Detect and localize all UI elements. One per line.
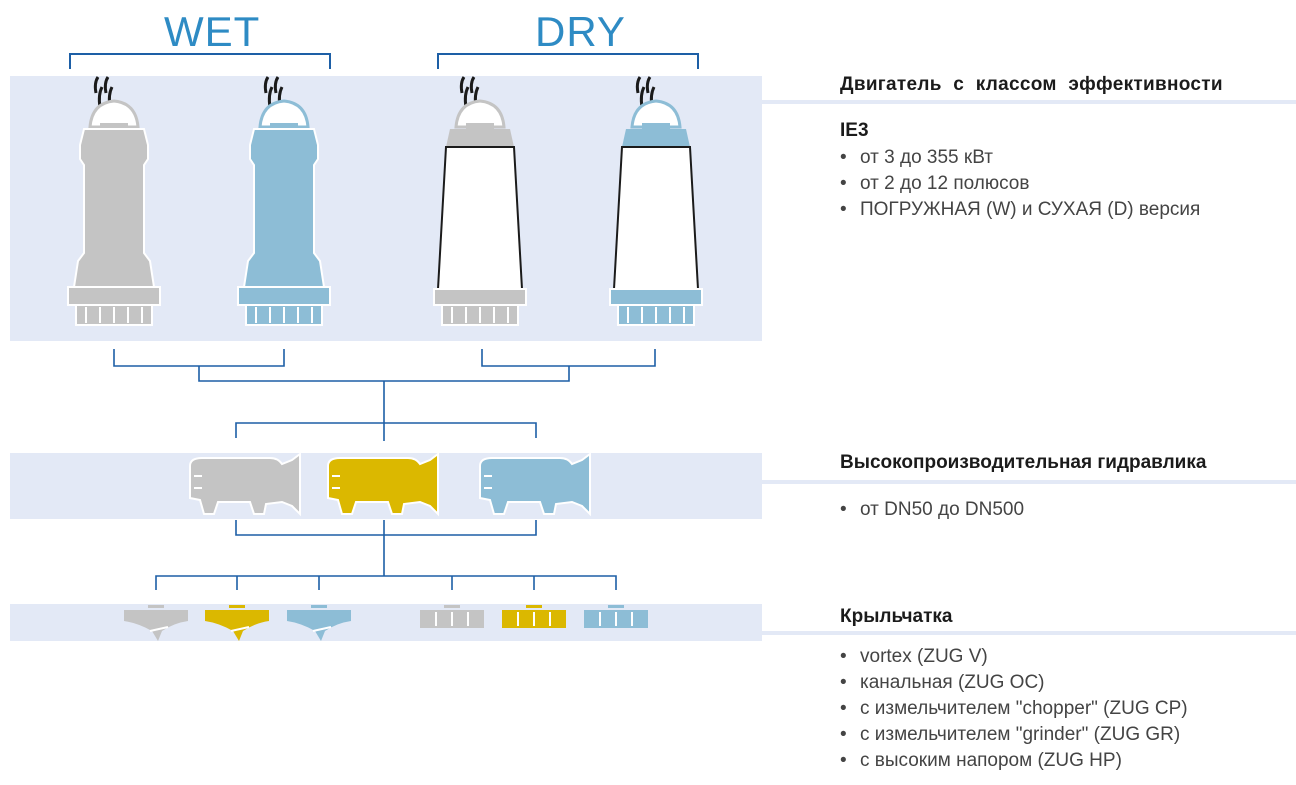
motor-section-line	[762, 100, 1296, 104]
list-item: •с высоким напором (ZUG HP)	[840, 750, 1122, 771]
hydraulics-section-title: Высокопроизводительная гидравлика	[840, 452, 1207, 473]
impeller-section-line	[762, 631, 1296, 635]
connector-tree	[113, 349, 656, 590]
hydraulics-section-list: •от DN50 до DN500	[832, 497, 1024, 523]
impeller-section-list: •vortex (ZUG V) •канальная (ZUG OC) •с и…	[832, 644, 1188, 774]
hydraulic-blue-icon	[479, 452, 591, 517]
dry-header: DRY	[535, 8, 626, 55]
impeller-section-title: Крыльчатка	[840, 606, 953, 627]
wet-header: WET	[164, 8, 261, 55]
motor-section-list: •от 3 до 355 кВт •от 2 до 12 полюсов •ПО…	[832, 145, 1200, 223]
hydraulic-gray-icon	[189, 452, 301, 517]
impeller-channel-blue-icon	[584, 605, 648, 628]
motor-dry-blue-icon	[609, 76, 703, 326]
list-item: •с измельчителем "chopper" (ZUG CP)	[840, 698, 1188, 719]
list-item: •от 3 до 355 кВт	[840, 147, 993, 168]
hydraulic-yellow-icon	[327, 452, 439, 517]
list-item: •канальная (ZUG OC)	[840, 672, 1045, 693]
motor-section-subtitle: IE3	[840, 120, 869, 141]
motor-wet-gray-icon	[67, 76, 161, 326]
motor-dry-gray-icon	[433, 76, 527, 326]
list-item: •ПОГРУЖНАЯ (W) и СУХАЯ (D) версия	[840, 199, 1201, 220]
motor-section-title: Двигатель с классом эффективности	[840, 74, 1223, 95]
impeller-vortex-blue-icon	[287, 605, 351, 641]
list-item: •от 2 до 12 полюсов	[840, 173, 1030, 194]
list-item: •с измельчителем "grinder" (ZUG GR)	[840, 724, 1181, 745]
motor-wet-blue-icon	[237, 76, 331, 326]
impeller-channel-gray-icon	[420, 605, 484, 628]
impeller-vortex-gray-icon	[124, 605, 188, 641]
impeller-channel-yellow-icon	[502, 605, 566, 628]
list-item: •от DN50 до DN500	[840, 499, 1025, 520]
list-item: •vortex (ZUG V)	[840, 646, 988, 667]
impeller-vortex-yellow-icon	[205, 605, 269, 641]
hydraulics-section-line	[762, 480, 1296, 484]
